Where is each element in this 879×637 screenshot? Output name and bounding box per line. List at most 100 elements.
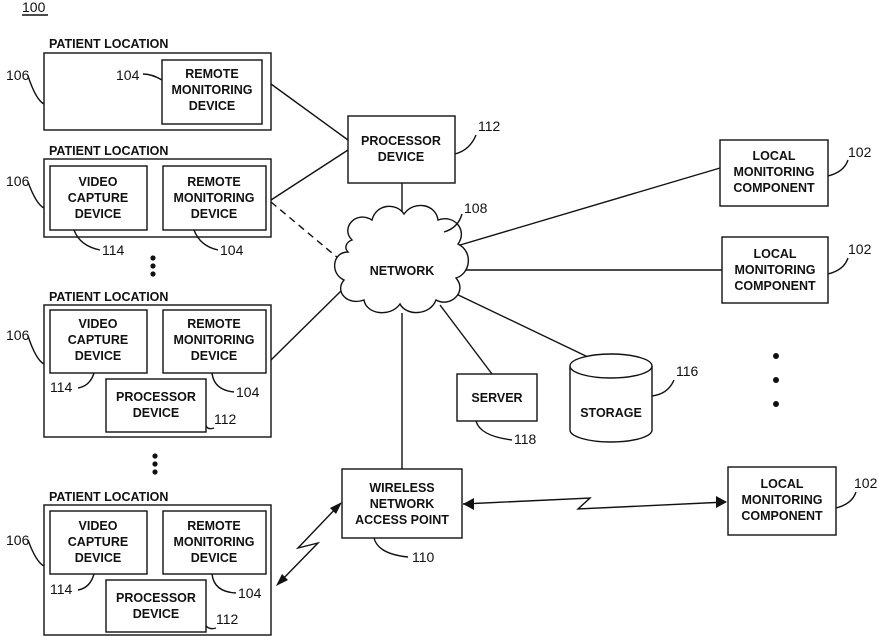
figure-number: 100	[22, 0, 46, 15]
remote-monitoring-device-1-line2: MONITORING	[171, 83, 252, 97]
video-capture-device-2-line1: VIDEO	[79, 175, 118, 189]
remote-monitoring-device-1-line3: DEVICE	[189, 99, 236, 113]
wireless-access-point-line3: ACCESS POINT	[355, 513, 449, 527]
local-monitoring-component-1-line1: LOCAL	[752, 149, 795, 163]
storage-cylinder-top	[570, 354, 652, 378]
wireless-access-point: WIRELESS NETWORK ACCESS POINT 110	[342, 469, 462, 565]
wireless-arrowhead-local3	[716, 496, 727, 508]
server: SERVER 118	[457, 374, 537, 447]
local-monitoring-component-1-ref: 102	[848, 144, 872, 160]
remote-monitoring-device-4-ref: 104	[238, 585, 262, 601]
video-capture-device-2-ref: 114	[102, 242, 125, 258]
patient-location-4: PATIENT LOCATION 106 VIDEO CAPTURE DEVIC…	[6, 490, 271, 635]
local-monitoring-component-3-leader	[836, 492, 856, 508]
patient-location-1-ref: 106	[6, 67, 30, 83]
remote-monitoring-device-2-line1: REMOTE	[187, 175, 240, 189]
location-ellipsis-2	[152, 453, 157, 474]
local-monitoring-component-3: LOCAL MONITORING COMPONENT 102	[728, 467, 878, 535]
remote-monitoring-device-3-line1: REMOTE	[187, 317, 240, 331]
wireless-access-point-line1: WIRELESS	[369, 481, 434, 495]
server-label: SERVER	[471, 391, 522, 405]
patient-location-2: PATIENT LOCATION 106 VIDEO CAPTURE DEVIC…	[6, 144, 271, 258]
remote-monitoring-device-4-line2: MONITORING	[173, 535, 254, 549]
processor-device-central: PROCESSOR DEVICE 112	[348, 116, 501, 183]
wireless-link-location4	[278, 504, 340, 584]
patient-location-2-leader	[28, 182, 44, 208]
local-monitoring-component-2-ref: 102	[848, 241, 872, 257]
wireless-access-point-leader	[374, 538, 408, 557]
local-monitoring-component-1: LOCAL MONITORING COMPONENT 102	[720, 140, 872, 206]
wireless-access-point-line2: NETWORK	[370, 497, 435, 511]
processor-device-central-line1: PROCESSOR	[361, 134, 441, 148]
local-monitoring-component-2: LOCAL MONITORING COMPONENT 102	[722, 237, 872, 303]
storage-ref: 116	[676, 363, 699, 379]
processor-device-4-line2: DEVICE	[133, 607, 180, 621]
video-capture-device-3-line3: DEVICE	[75, 349, 122, 363]
patient-location-2-ref: 106	[6, 173, 30, 189]
processor-device-central-line2: DEVICE	[378, 150, 425, 164]
processor-device-central-ref: 112	[478, 118, 501, 134]
local-monitoring-component-2-line3: COMPONENT	[734, 279, 816, 293]
wireless-link-local3	[463, 498, 726, 509]
network-ref: 108	[464, 200, 488, 216]
patient-location-1-leader	[28, 76, 44, 104]
patient-location-4-ref: 106	[6, 532, 30, 548]
remote-monitoring-device-2: REMOTE MONITORING DEVICE 104	[163, 166, 266, 258]
video-capture-device-4-line1: VIDEO	[79, 519, 118, 533]
link-location1-processor	[271, 84, 348, 140]
video-capture-device-3-line1: VIDEO	[79, 317, 118, 331]
video-capture-device-4-line2: CAPTURE	[68, 535, 128, 549]
storage: STORAGE 116	[570, 354, 699, 442]
patient-location-3: PATIENT LOCATION 106 VIDEO CAPTURE DEVIC…	[6, 290, 271, 437]
patient-location-4-title: PATIENT LOCATION	[49, 490, 168, 504]
location-ellipsis-1	[150, 255, 155, 276]
link-location2-network-dashed	[271, 202, 338, 258]
local-monitoring-component-2-line1: LOCAL	[753, 247, 796, 261]
processor-device-4-ref: 112	[216, 611, 239, 627]
video-capture-device-4-ref: 114	[50, 581, 73, 597]
remote-monitoring-device-2-line3: DEVICE	[191, 207, 238, 221]
remote-monitoring-device-3-ref: 104	[236, 384, 260, 400]
remote-monitoring-device-4-line3: DEVICE	[191, 551, 238, 565]
patient-location-4-leader	[28, 540, 44, 566]
server-leader	[476, 421, 512, 440]
remote-monitoring-device-2-line2: MONITORING	[173, 191, 254, 205]
storage-leader	[652, 380, 674, 396]
local-monitoring-component-1-line2: MONITORING	[733, 165, 814, 179]
video-capture-device-2-line2: CAPTURE	[68, 191, 128, 205]
processor-device-central-leader	[455, 135, 476, 154]
local-monitoring-component-3-line1: LOCAL	[760, 477, 803, 491]
network-cloud-shape	[335, 205, 469, 312]
local-monitoring-component-3-line2: MONITORING	[741, 493, 822, 507]
patient-location-3-ref: 106	[6, 327, 30, 343]
local-monitoring-component-2-leader	[828, 258, 848, 274]
video-capture-device-2-line3: DEVICE	[75, 207, 122, 221]
processor-device-3-line1: PROCESSOR	[116, 390, 196, 404]
storage-label: STORAGE	[580, 406, 642, 420]
remote-monitoring-device-2-ref: 104	[220, 242, 244, 258]
local-monitoring-component-3-ref: 102	[854, 475, 878, 491]
local-monitoring-component-2-line2: MONITORING	[734, 263, 815, 277]
video-capture-device-3-ref: 114	[50, 379, 73, 395]
video-capture-device-3-line2: CAPTURE	[68, 333, 128, 347]
wireless-access-point-ref: 110	[412, 549, 435, 565]
local-component-ellipsis	[773, 353, 779, 407]
local-monitoring-component-1-line3: COMPONENT	[733, 181, 815, 195]
link-network-server	[440, 305, 492, 374]
patient-location-1: PATIENT LOCATION 106 REMOTE MONITORING D…	[6, 37, 271, 130]
remote-monitoring-device-1-line1: REMOTE	[185, 67, 238, 81]
video-capture-device-4-line3: DEVICE	[75, 551, 122, 565]
link-network-local1	[450, 168, 720, 248]
patient-location-3-title: PATIENT LOCATION	[49, 290, 168, 304]
local-monitoring-component-1-leader	[828, 160, 848, 176]
local-monitoring-component-3-line3: COMPONENT	[741, 509, 823, 523]
server-ref: 118	[514, 431, 537, 447]
remote-monitoring-device-1-ref: 104	[116, 67, 140, 83]
processor-device-4-line1: PROCESSOR	[116, 591, 196, 605]
connections	[271, 84, 727, 586]
link-location2-processor	[271, 150, 348, 200]
wireless-arrowhead-ap-right	[463, 498, 474, 510]
network-cloud: NETWORK 108	[335, 200, 488, 313]
processor-device-4-box	[106, 580, 206, 632]
